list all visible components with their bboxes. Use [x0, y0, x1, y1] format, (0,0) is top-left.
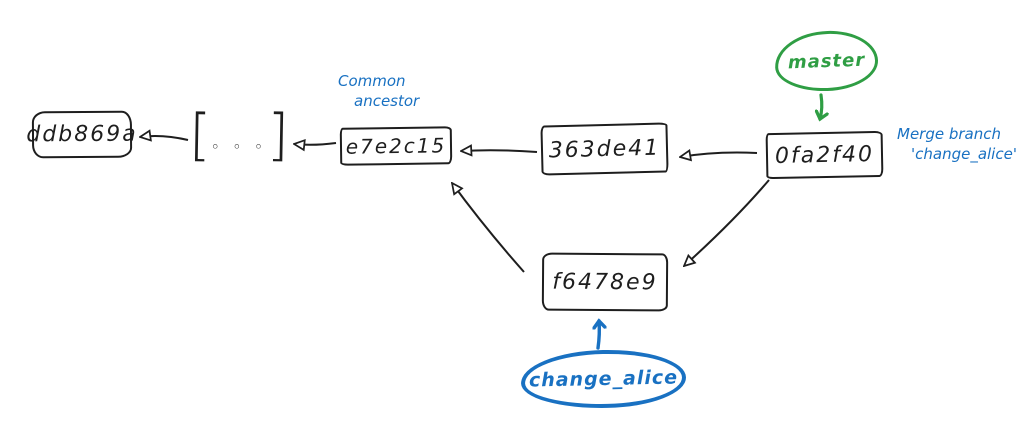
branch-name: master	[787, 49, 866, 73]
commit-hash-label: ddb869a	[26, 121, 138, 148]
common-ancestor-annotation: Common ancestor	[338, 72, 419, 111]
change-alice-pointer-arrow	[598, 321, 599, 350]
master-pointer-arrow	[820, 93, 822, 119]
commit-node-363de41: 363de41	[540, 122, 669, 176]
merge-branch-annotation: Merge branch 'change_alice'	[897, 125, 1017, 164]
branch-label-change-alice: change_alice	[520, 348, 687, 410]
commit-node-0fa2f40: 0fa2f40	[765, 130, 884, 180]
open-bracket-glyph: [	[188, 102, 212, 169]
truncated-history-node: [ ◦ ◦ ◦ ]	[188, 102, 290, 169]
ellipsis-dots: ◦ ◦ ◦	[210, 138, 267, 156]
edge-f6478e9-to-e7e2c15	[452, 183, 525, 273]
edge-0fa2f40-to-363de41	[680, 153, 758, 158]
close-bracket-glyph: ]	[266, 102, 290, 169]
branch-name: change_alice	[528, 366, 679, 392]
commit-node-ddb869a: ddb869a	[26, 110, 138, 159]
commit-hash-label: 0fa2f40	[774, 141, 875, 169]
commit-node-f6478e9: f6478e9	[541, 252, 669, 312]
commit-hash-label: e7e2c15	[345, 133, 447, 159]
edge-ellipsis-to-ddb869a	[140, 136, 189, 140]
edge-e7e2c15-to-ellipsis	[294, 143, 337, 145]
annotation-line: 'change_alice'	[911, 144, 1017, 163]
annotation-line: Merge branch	[897, 125, 1001, 143]
edge-363de41-to-e7e2c15	[461, 150, 538, 152]
commit-node-e7e2c15: e7e2c15	[339, 126, 453, 166]
commit-hash-label: 363de41	[548, 135, 661, 163]
edge-0fa2f40-to-f6478e9	[684, 179, 770, 266]
branch-label-master: master	[773, 29, 880, 93]
annotation-line: ancestor	[354, 91, 420, 110]
commit-hash-label: f6478e9	[552, 269, 658, 295]
annotation-line: Common	[338, 72, 406, 90]
